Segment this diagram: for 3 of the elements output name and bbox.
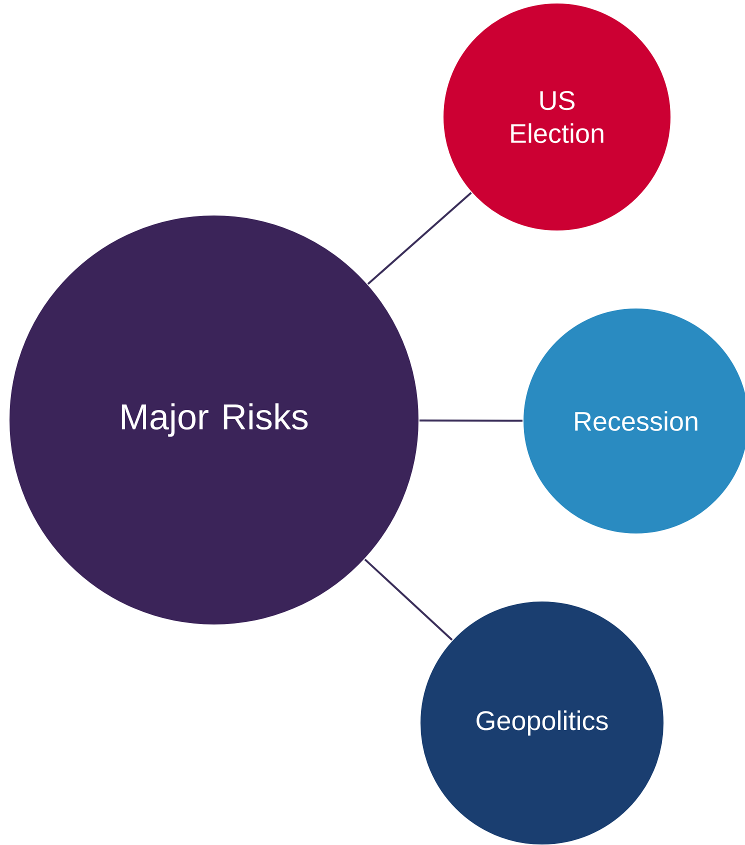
connector-line xyxy=(367,192,472,285)
connector-line xyxy=(420,420,522,422)
connector-line xyxy=(364,558,453,641)
